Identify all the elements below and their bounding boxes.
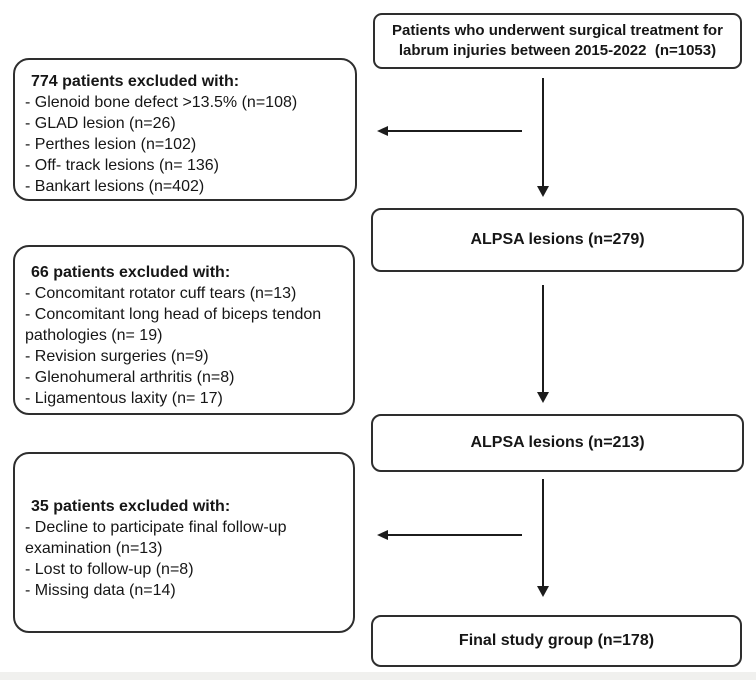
exclusion-item: - Concomitant long head of biceps tendon… [25, 306, 322, 344]
exclusion-item: - Off- track lesions (n= 136) [25, 157, 219, 174]
exclusion-item: - Glenoid bone defect >13.5% (n=108) [25, 94, 298, 111]
down-arrow-line-3 [542, 479, 544, 586]
down-arrow-line-2 [542, 285, 544, 392]
down-arrow-line-1 [542, 78, 544, 186]
exclusion-box-35: 35 patients excluded with: - Decline to … [13, 452, 355, 633]
down-arrowhead-icon [537, 392, 549, 403]
exclusion-item: - Bankart lesions (n=402) [25, 178, 205, 195]
left-arrow-line-2 [388, 534, 522, 536]
left-arrowhead-icon [377, 126, 388, 136]
exclusion-item: - Missing data (n=14) [25, 582, 176, 599]
flow-box-alpsa-213: ALPSA lesions (n=213) [371, 414, 744, 472]
down-arrowhead-icon [537, 586, 549, 597]
flow-box-label: ALPSA lesions (n=279) [470, 231, 645, 248]
title-line-1: Patients who underwent surgical treatmen… [392, 22, 723, 39]
exclusion-item: - Revision surgeries (n=9) [25, 348, 209, 365]
flow-box-label: Final study group (n=178) [458, 632, 655, 649]
exclusion-header: 774 patients excluded with: [31, 73, 240, 90]
exclusion-item: - GLAD lesion (n=26) [25, 115, 176, 132]
title-line-2: labrum injuries between 2015-2022 (n=105… [398, 42, 717, 59]
flow-box-alpsa-279: ALPSA lesions (n=279) [371, 208, 744, 272]
exclusion-header: 35 patients excluded with: [31, 498, 231, 515]
title-box: Patients who underwent surgical treatmen… [373, 13, 742, 69]
flow-box-final-study-group: Final study group (n=178) [371, 615, 742, 667]
exclusion-item: - Perthes lesion (n=102) [25, 136, 197, 153]
figure-bottom-edge [0, 672, 756, 680]
exclusion-box-66: 66 patients excluded with: - Concomitant… [13, 245, 355, 415]
exclusion-item: - Concomitant rotator cuff tears (n=13) [25, 285, 297, 302]
left-arrow-line-1 [388, 130, 522, 132]
left-arrowhead-icon [377, 530, 388, 540]
flow-box-label: ALPSA lesions (n=213) [470, 434, 645, 451]
exclusion-item: - Ligamentous laxity (n= 17) [25, 390, 223, 407]
down-arrowhead-icon [537, 186, 549, 197]
exclusion-item: - Lost to follow-up (n=8) [25, 561, 194, 578]
exclusion-box-774: 774 patients excluded with: - Glenoid bo… [13, 58, 357, 201]
exclusion-header: 66 patients excluded with: [31, 264, 231, 281]
exclusion-item: - Glenohumeral arthritis (n=8) [25, 369, 235, 386]
exclusion-item: - Decline to participate final follow-up… [25, 519, 287, 557]
